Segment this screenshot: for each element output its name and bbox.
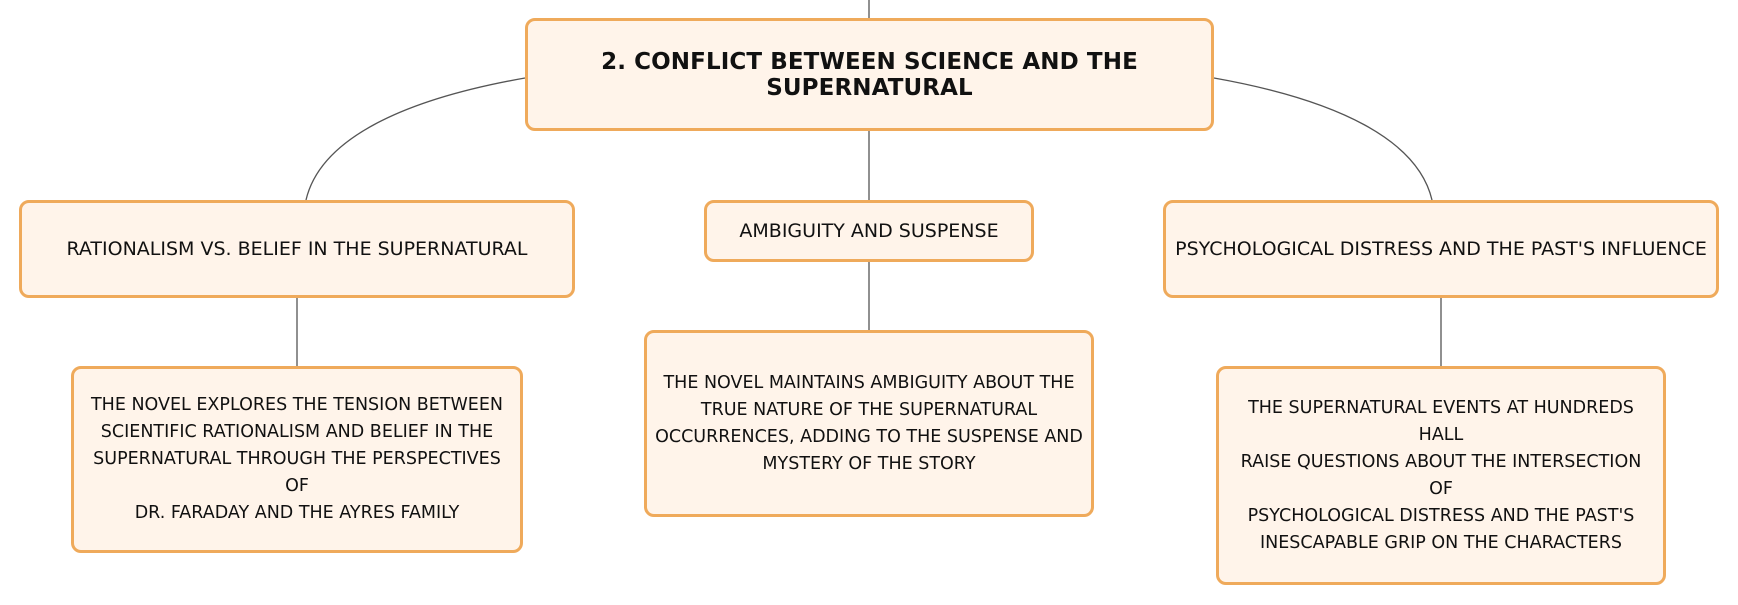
detail-text: THE NOVEL EXPLORES THE TENSION BETWEEN S…: [90, 395, 504, 523]
root-topic-label: 2. CONFLICT BETWEEN SCIENCE AND THE SUPE…: [601, 48, 1138, 101]
detail-text: THE SUPERNATURAL EVENTS AT HUNDREDS HALL…: [1240, 397, 1642, 553]
branch-node-ambiguity[interactable]: AMBIGUITY AND SUSPENSE: [704, 200, 1034, 262]
detail-node-rationalism[interactable]: THE NOVEL EXPLORES THE TENSION BETWEEN S…: [71, 366, 523, 553]
connector-root-to-branch-3: [1213, 77, 1433, 201]
branch-node-rationalism[interactable]: RATIONALISM VS. BELIEF IN THE SUPERNATUR…: [19, 200, 575, 298]
branch-node-psychological-distress[interactable]: PSYCHOLOGICAL DISTRESS AND THE PAST'S IN…: [1163, 200, 1719, 298]
root-topic-node[interactable]: 2. CONFLICT BETWEEN SCIENCE AND THE SUPE…: [525, 18, 1214, 131]
branch-label: PSYCHOLOGICAL DISTRESS AND THE PAST'S IN…: [1175, 238, 1707, 260]
detail-node-ambiguity[interactable]: THE NOVEL MAINTAINS AMBIGUITY ABOUT THE …: [644, 330, 1094, 517]
branch-label: RATIONALISM VS. BELIEF IN THE SUPERNATUR…: [66, 238, 528, 260]
detail-node-psychological-distress[interactable]: THE SUPERNATURAL EVENTS AT HUNDREDS HALL…: [1216, 366, 1666, 585]
detail-text: THE NOVEL MAINTAINS AMBIGUITY ABOUT THE …: [655, 372, 1083, 474]
branch-label: AMBIGUITY AND SUSPENSE: [739, 220, 999, 242]
connector-root-to-branch-1: [305, 77, 526, 201]
